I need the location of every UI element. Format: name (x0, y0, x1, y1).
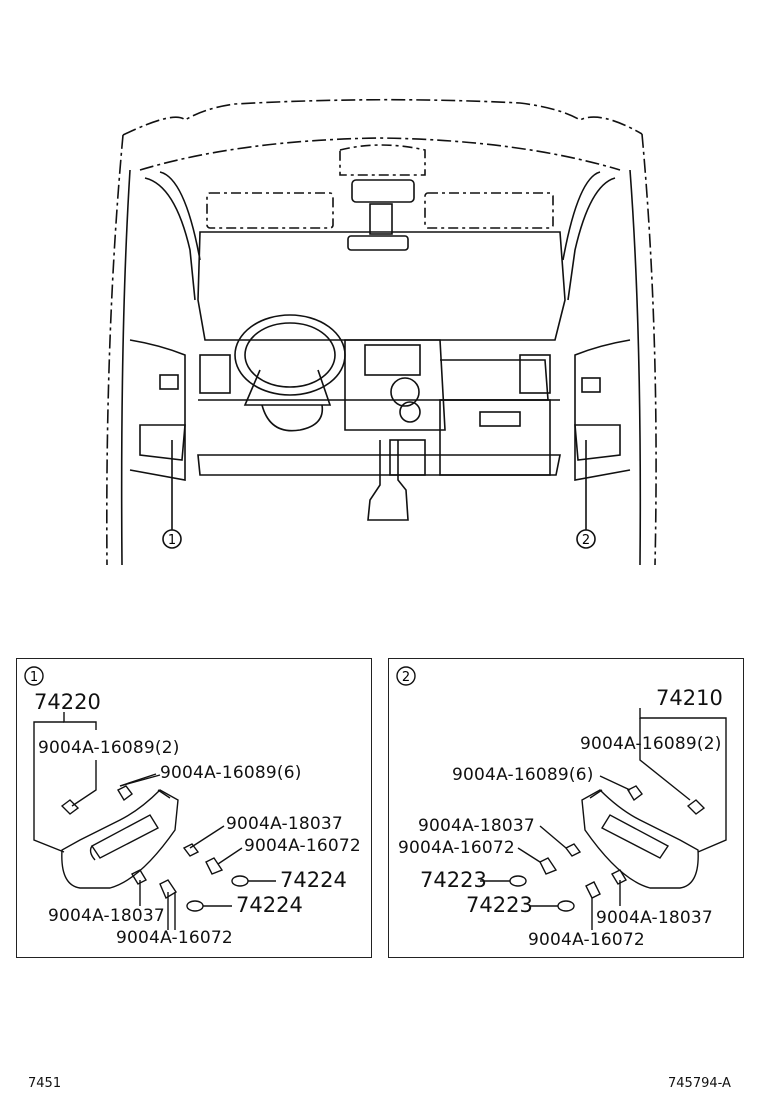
panel-1-label: 9004A-18037 (226, 814, 343, 834)
panel-1-assembly-number: 74220 (34, 690, 101, 714)
panel-1-label: 9004A-16089(6) (160, 763, 302, 783)
panel-2-label: 9004A-16072 (398, 838, 515, 858)
panel-2-marker: 2 (402, 670, 410, 685)
callout-2: 2 (582, 533, 590, 548)
panel-2-label: 74223 (420, 868, 487, 892)
panel-1-label: 9004A-16072 (116, 928, 233, 948)
panel-2-label: 74223 (466, 893, 533, 917)
panel-1-label: 74224 (280, 868, 347, 892)
footer-left-code: 7451 (28, 1076, 62, 1091)
panel-2-label: 9004A-16089(2) (580, 734, 722, 754)
detail-panel-2 (388, 658, 744, 958)
panel-1-label: 9004A-16089(2) (38, 738, 180, 758)
panel-2-assembly-number: 74210 (656, 686, 723, 710)
panel-1-label: 9004A-16072 (244, 836, 361, 856)
panel-2-label: 9004A-16089(6) (452, 765, 594, 785)
panel-1-label: 9004A-18037 (48, 906, 165, 926)
callout-1: 1 (168, 533, 176, 548)
panel-1-marker: 1 (30, 670, 38, 685)
panel-2-label: 9004A-18037 (596, 908, 713, 928)
detail-panel-1 (16, 658, 372, 958)
panel-1-label: 74224 (236, 893, 303, 917)
panel-2-label: 9004A-18037 (418, 816, 535, 836)
footer-right-code: 745794-A (668, 1076, 731, 1091)
interior-overview-illustration: 1 2 (106, 98, 657, 566)
panel-2-label: 9004A-16072 (528, 930, 645, 950)
